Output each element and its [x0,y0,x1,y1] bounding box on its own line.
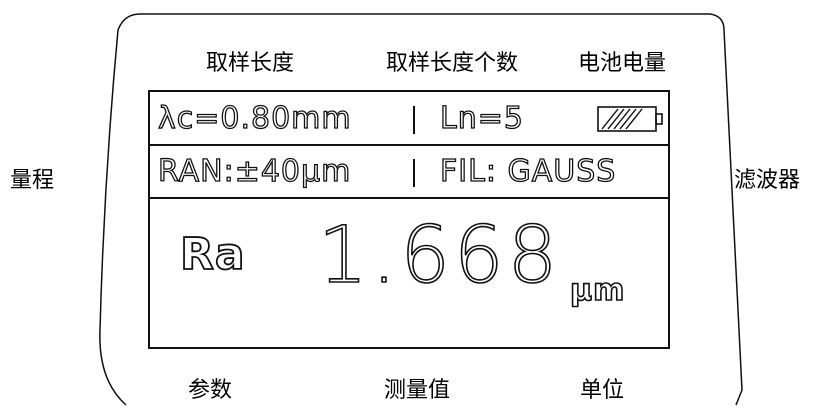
measurement-value: 1.668 [317,210,562,302]
lcd-row-measurement: Ra 1.668 μm [150,199,668,347]
battery-level-label: 电池电量 [578,51,667,76]
measured-value-label: 测量值 [384,378,451,403]
filter-value: FIL: GAUSS [439,153,617,189]
lcd-row-sampling: λc=0.80mm Ln=5 [150,92,668,146]
range-value: RAN:±40μm [157,153,352,189]
lcd-row-range-filter: RAN:±40μm FIL: GAUSS [150,146,668,199]
parameter-value: Ra [179,228,246,281]
filter-label: 滤波器 [734,168,801,193]
sample-count-label: 取样长度个数 [386,51,519,76]
unit-value: μm [569,272,626,309]
unit-label: 单位 [580,378,625,403]
separator [413,159,415,187]
sample-length-label: 取样长度 [206,51,295,76]
separator [413,106,415,134]
lcd-display: λc=0.80mm Ln=5 RAN:±40μm FIL: GAUSS Ra 1… [148,90,670,349]
sample-count-value: Ln=5 [439,100,524,136]
battery-icon [597,106,663,132]
parameter-label: 参数 [188,378,233,403]
range-label: 量程 [10,168,55,193]
cutoff-length-value: λc=0.80mm [157,100,352,136]
